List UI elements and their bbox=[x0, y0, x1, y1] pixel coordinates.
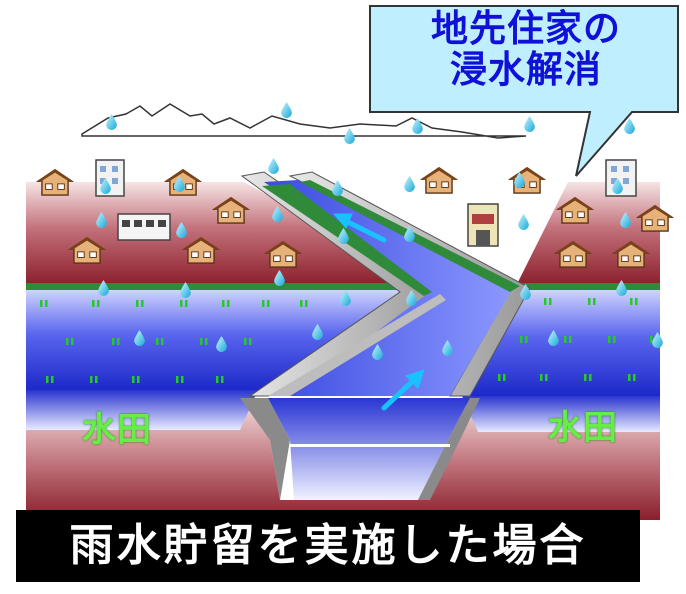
house-icon bbox=[420, 166, 458, 194]
house-icon bbox=[36, 168, 74, 196]
raindrop-icon bbox=[524, 116, 535, 132]
channel-water-surface bbox=[290, 444, 450, 447]
raindrop-icon bbox=[268, 158, 279, 174]
paddy-side-right bbox=[462, 396, 660, 432]
raindrop-icon bbox=[281, 102, 292, 118]
caption-box bbox=[16, 510, 640, 582]
flow-arrow-icon bbox=[381, 369, 425, 411]
channel-cross-section bbox=[268, 398, 470, 500]
raindrop-icon bbox=[332, 180, 343, 196]
paddy-field-left bbox=[26, 288, 412, 390]
rice-sprout-icon bbox=[40, 300, 43, 307]
building-icon bbox=[467, 203, 499, 247]
callout-bubble bbox=[369, 5, 679, 177]
residential-land bbox=[26, 182, 660, 286]
caption-text: 雨水貯留を実施した場合 bbox=[69, 520, 587, 571]
channel-cross-section-wall-left bbox=[240, 398, 290, 500]
raindrop-icon bbox=[404, 176, 415, 192]
channel-dike-face-left bbox=[268, 294, 446, 396]
paddy-boundary-strip bbox=[26, 283, 660, 290]
paddy-side-left bbox=[26, 390, 258, 430]
channel-cross-section-wall-right bbox=[418, 398, 480, 500]
rice-sprouts bbox=[40, 298, 653, 383]
building-icon bbox=[117, 213, 171, 241]
callout-line-1: 地先住家の bbox=[431, 7, 621, 50]
paddy-label-left: 水田 bbox=[82, 410, 152, 450]
callout-text: 地先住家の 浸水解消 bbox=[376, 8, 676, 90]
callout-line-2: 浸水解消 bbox=[450, 48, 602, 91]
raindrop-icon bbox=[518, 214, 529, 230]
channel-water bbox=[264, 180, 512, 396]
house-icon bbox=[508, 166, 546, 194]
paddy-label-right: 水田 bbox=[548, 408, 618, 448]
flow-arrow-icon bbox=[332, 213, 387, 243]
